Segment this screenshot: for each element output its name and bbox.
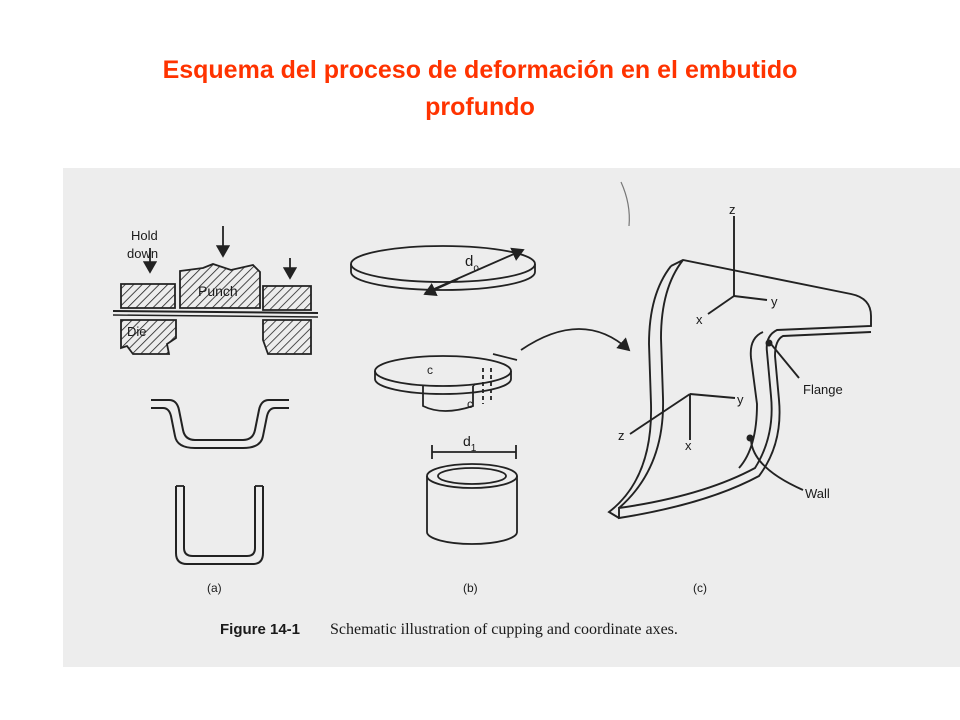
caption-number: Figure 14-1	[220, 621, 300, 638]
slide-title-line-2: profundo	[425, 93, 535, 121]
svg-text:c: c	[427, 363, 433, 377]
flange-point	[765, 339, 773, 347]
axis-z-lower: z	[618, 428, 625, 443]
d0-label: do	[465, 253, 479, 274]
axis-y-upper: y	[771, 294, 778, 309]
axis-x-lower: x	[685, 438, 692, 453]
slide-title: Esquema del proceso de deformación en el…	[40, 52, 920, 126]
punch-label: Punch	[198, 283, 238, 299]
panel-a-labels: Hold down Punch Die (a)	[127, 228, 238, 595]
wall-label: Wall	[805, 486, 830, 501]
hold-label: Hold	[131, 228, 158, 243]
down-label: down	[127, 246, 158, 261]
axis-z-upper: z	[729, 202, 736, 217]
panel-b-labels: do d1 (b)	[463, 253, 479, 595]
wall-point	[746, 434, 754, 442]
flange-label: Flange	[803, 382, 843, 397]
panel-c-points	[746, 339, 773, 442]
panel-b-stages: c c	[350, 245, 631, 545]
slide-title-line-1: Esquema del proceso de deformación en el…	[162, 56, 798, 84]
axis-y-lower: y	[737, 392, 744, 407]
die-label: Die	[127, 324, 147, 339]
figure-caption: Figure 14-1 Schematic illustration of cu…	[220, 621, 678, 638]
cupping-diagram: Hold down Punch Die (a) c c	[112, 181, 872, 638]
panel-c-label: (c)	[693, 581, 707, 595]
panel-c-labels: z y x z y x Flange Wall (c)	[618, 202, 843, 595]
scanned-figure: Hold down Punch Die (a) c c	[63, 168, 960, 667]
panel-c-element	[607, 216, 872, 520]
panel-b-label: (b)	[463, 581, 478, 595]
panel-a-label: (a)	[207, 581, 222, 595]
caption-text: Schematic illustration of cupping and co…	[330, 621, 678, 638]
panel-a-press	[112, 226, 319, 565]
axis-x-upper: x	[696, 312, 703, 327]
svg-text:c: c	[467, 397, 473, 411]
d1-label: d1	[463, 433, 477, 454]
